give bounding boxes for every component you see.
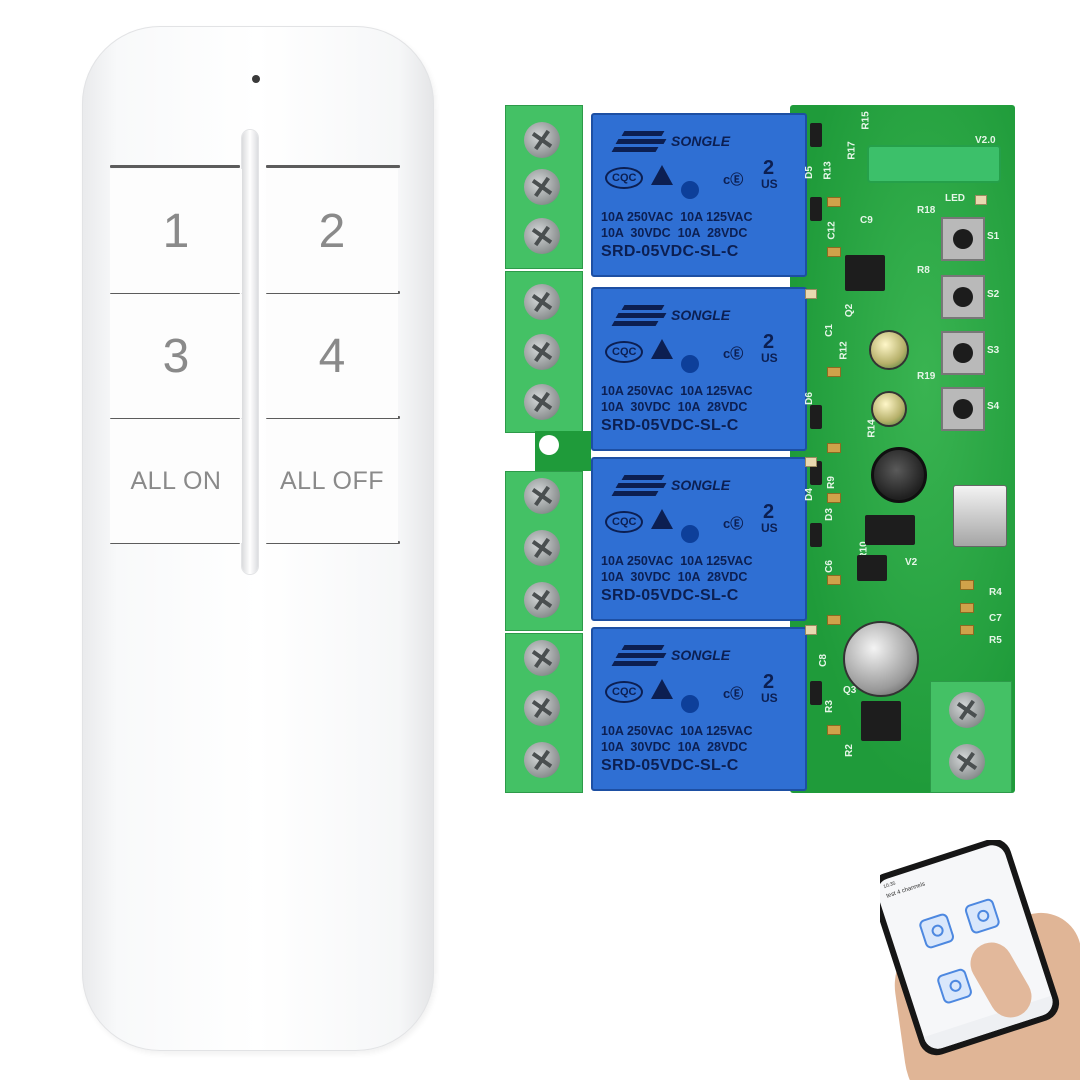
songle-logo-icon	[611, 643, 667, 673]
mount-hole	[539, 435, 559, 455]
regulator-chip	[861, 701, 901, 741]
remote-line	[110, 165, 240, 168]
terminal-block	[505, 105, 583, 269]
screw-icon	[524, 530, 560, 566]
push-switch-s3	[941, 331, 985, 375]
wifi-module	[867, 145, 1001, 183]
ul-mark-icon: cⒺ	[723, 516, 744, 531]
phone-in-hand: 10:35 test 4 channels	[880, 840, 1080, 1080]
push-switch-s1	[941, 217, 985, 261]
warning-triangle-icon	[651, 509, 673, 529]
screw-icon	[524, 122, 560, 158]
channel-led	[805, 289, 817, 299]
screw-icon	[949, 744, 985, 780]
relay-board: SONGLE CQC cⒺ 2 US 10A 250VAC 10A 125VAC…	[505, 105, 1015, 793]
switch-3-button[interactable]	[935, 967, 974, 1006]
relay-3: SONGLE CQC cⒺ 2 US 10A 250VAC 10A 125VAC…	[591, 457, 807, 621]
relay-4: SONGLE CQC cⒺ 2 US 10A 250VAC 10A 125VAC…	[591, 627, 807, 791]
channel-led	[805, 457, 817, 467]
remote-button-1[interactable]: 1	[110, 169, 242, 293]
power-terminal	[930, 681, 1012, 793]
capacitor	[871, 391, 907, 427]
terminal-block	[505, 471, 583, 631]
remote-button-4[interactable]: 4	[266, 294, 398, 418]
switch-2-button[interactable]	[963, 897, 1002, 936]
songle-logo-icon	[611, 303, 667, 333]
songle-logo-icon	[611, 129, 667, 159]
screw-icon	[524, 284, 560, 320]
status-led	[975, 195, 987, 205]
terminal-block	[505, 633, 583, 793]
remote-control: 1 2 3 4 ALL ON ALL OFF	[82, 26, 434, 1051]
screw-icon	[524, 742, 560, 778]
ic-chip	[857, 555, 887, 581]
indicator-led	[252, 75, 260, 83]
micro-usb-port	[953, 485, 1007, 547]
warning-triangle-icon	[651, 339, 673, 359]
screw-icon	[524, 384, 560, 420]
warning-triangle-icon	[651, 165, 673, 185]
push-switch-s2	[941, 275, 985, 319]
inductor	[871, 447, 927, 503]
ul-mark-icon: cⒺ	[723, 172, 744, 187]
push-switch-s4	[941, 387, 985, 431]
screw-icon	[524, 640, 560, 676]
remote-center-divider	[242, 130, 258, 574]
songle-logo-icon	[611, 473, 667, 503]
regulator-chip	[845, 255, 885, 291]
warning-triangle-icon	[651, 679, 673, 699]
screw-icon	[524, 690, 560, 726]
remote-button-all-on[interactable]: ALL ON	[110, 419, 242, 543]
ul-mark-icon: cⒺ	[723, 346, 744, 361]
remote-button-2[interactable]: 2	[266, 169, 398, 293]
remote-line	[266, 165, 400, 168]
electrolytic-capacitor	[843, 621, 919, 697]
screw-icon	[524, 582, 560, 618]
remote-button-3[interactable]: 3	[110, 294, 242, 418]
screw-icon	[524, 218, 560, 254]
remote-button-all-off[interactable]: ALL OFF	[266, 419, 398, 543]
screw-icon	[524, 478, 560, 514]
ic-chip	[865, 515, 915, 545]
screw-icon	[524, 334, 560, 370]
switch-1-button[interactable]	[917, 912, 956, 950]
ul-mark-icon: cⒺ	[723, 686, 744, 701]
screw-icon	[524, 169, 560, 205]
capacitor	[869, 330, 909, 370]
relay-2: SONGLE CQC cⒺ 2 US 10A 250VAC 10A 125VAC…	[591, 287, 807, 451]
channel-led	[805, 625, 817, 635]
terminal-block	[505, 271, 583, 433]
relay-1: SONGLE CQC cⒺ 2 US 10A 250VAC 10A 125VAC…	[591, 113, 807, 277]
screw-icon	[949, 692, 985, 728]
